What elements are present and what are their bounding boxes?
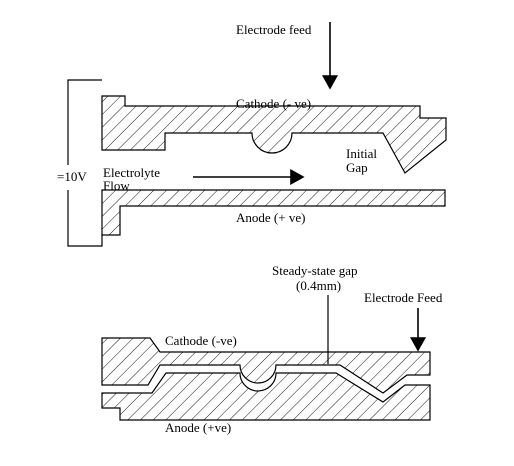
cathode-tool-bottom [101, 337, 431, 394]
anode-workpiece-bottom [101, 372, 431, 421]
electrode-feed-label: Electrode feed [236, 22, 312, 37]
circuit-wire-top [67, 79, 102, 165]
cathode-tool [101, 95, 447, 174]
initial-gap-label-2: Gap [346, 160, 368, 175]
anode-label-bottom: Anode (+ve) [165, 420, 231, 435]
electrode-feed-label-bottom: Electrode Feed [364, 290, 443, 305]
steady-state-gap-label-1: Steady-state gap [272, 263, 358, 278]
voltage-label: =10V [57, 169, 87, 184]
cathode-label: Cathode (- ve) [236, 96, 311, 111]
initial-gap-label-1: Initial [346, 146, 377, 161]
electrolyte-label-2: Flow [103, 178, 130, 193]
anode-label: Anode (+ ve) [236, 210, 305, 225]
electrolyte-label-1: Electrolyte [103, 165, 160, 180]
cathode-label-bottom: Cathode (-ve) [165, 333, 237, 348]
steady-state-gap-label-2: (0.4mm) [296, 278, 341, 293]
circuit-wire-bottom [67, 190, 103, 247]
